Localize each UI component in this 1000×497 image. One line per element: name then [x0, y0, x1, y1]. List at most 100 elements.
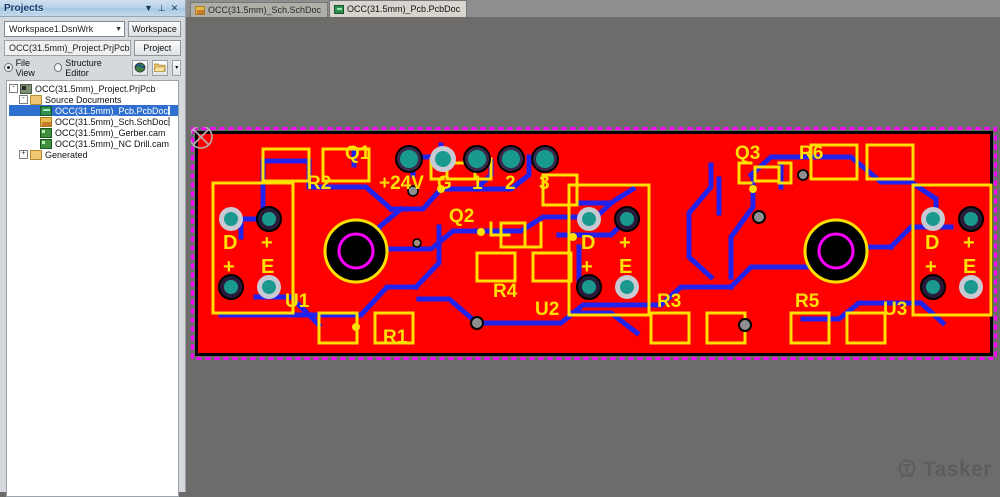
board-keepout-outline — [191, 127, 997, 360]
workspace-combo[interactable]: Workspace1.DsnWrk ▼ — [4, 21, 125, 37]
designator-R6: R6 — [799, 143, 823, 164]
workspace-row: Workspace1.DsnWrk ▼ Workspace — [4, 21, 181, 37]
panel-header: Projects ▼ ⊥ ✕ — [0, 0, 185, 17]
tree-item[interactable]: OCC(31.5mm)_Pcb.PcbDoc — [9, 105, 178, 116]
radio-file-view-label: File View — [15, 57, 35, 78]
pcb-doc-icon — [40, 105, 52, 116]
watermark: Tasker — [896, 458, 992, 482]
workspace-combo-value: Workspace1.DsnWrk — [9, 24, 94, 34]
u1-pin-e: E — [261, 256, 274, 278]
designator-R5: R5 — [795, 291, 820, 312]
u2-pin-d: D — [581, 232, 595, 254]
close-icon[interactable]: ✕ — [170, 2, 179, 13]
designator-U1: U1 — [285, 291, 310, 312]
net-label-1: 1 — [472, 173, 483, 194]
open-folder-icon — [154, 63, 167, 72]
designator-R4: R4 — [493, 281, 518, 302]
tree-item[interactable]: OCC(31.5mm)_NC Drill.cam — [9, 138, 178, 149]
designator-R2: R2 — [307, 173, 331, 194]
chevron-down-icon: ▼ — [115, 25, 122, 33]
document-tab[interactable]: OCC(31.5mm)_Sch.SchDoc — [190, 2, 329, 17]
connector-pin-labels: D + + E D + + E D + + E — [223, 232, 976, 278]
radio-structure-editor[interactable]: Structure Editor — [53, 58, 124, 78]
silkscreen-net-labels: +24V G 1 2 3 — [379, 173, 550, 194]
designator-Q2: Q2 — [449, 206, 474, 227]
tree-item-label: OCC(31.5mm)_NC Drill.cam — [55, 138, 170, 149]
pcb-board[interactable]: Q1 R2 Q2 R4 U1 R1 U2 Q3 R6 R3 R5 U3 +24V… — [191, 127, 997, 360]
vias — [352, 169, 809, 332]
tree-item[interactable]: OCC(31.5mm)_Sch.SchDoc — [9, 116, 178, 127]
connector-pads — [218, 206, 984, 300]
tree-item-label: OCC(31.5mm)_Sch.SchDoc — [55, 116, 169, 127]
designator-Q1: Q1 — [345, 143, 371, 164]
tree-item[interactable]: OCC(31.5mm)_Gerber.cam — [9, 127, 178, 138]
collapse-icon[interactable]: - — [19, 95, 28, 104]
chevron-down-icon[interactable]: ▾ — [172, 59, 182, 76]
panel-title: Projects — [4, 2, 44, 14]
designator-Q3: Q3 — [735, 143, 760, 164]
document-tab-label: OCC(31.5mm)_Sch.SchDoc — [208, 5, 322, 15]
u2-pin-plus2: + — [581, 256, 593, 278]
designator-R1: R1 — [383, 327, 408, 348]
pin-icon[interactable]: ⊥ — [157, 2, 166, 13]
pcb-canvas[interactable]: Q1 R2 Q2 R4 U1 R1 U2 Q3 R6 R3 R5 U3 +24V… — [186, 17, 1000, 492]
u3-pin-plus2: + — [925, 256, 937, 278]
u2-pin-plus: + — [619, 232, 631, 254]
expand-icon[interactable]: + — [19, 150, 28, 159]
panel-body: Workspace1.DsnWrk ▼ Workspace OCC(31.5mm… — [0, 17, 185, 497]
tree-spacer — [29, 117, 38, 126]
collapse-icon[interactable]: - — [9, 84, 18, 93]
u1-pin-plus: + — [261, 232, 273, 254]
radio-indicator — [53, 63, 63, 72]
project-tree[interactable]: -OCC(31.5mm)_Project.PrjPcb-Source Docum… — [6, 80, 179, 497]
u1-pin-plus2: + — [223, 256, 235, 278]
tasker-logo-icon — [898, 459, 916, 478]
tree-spacer — [29, 139, 38, 148]
document-status-icon — [168, 117, 171, 126]
document-status-icon — [168, 106, 171, 115]
u3-pin-e: E — [963, 256, 976, 278]
tree-spacer — [29, 128, 38, 137]
net-label-24v: +24V — [379, 173, 424, 194]
silkscreen-outlines — [211, 143, 993, 345]
radio-file-view[interactable]: File View — [4, 58, 50, 78]
view-mode-row: File View Structure Editor ▾ — [4, 58, 182, 78]
globe-icon-button[interactable] — [132, 59, 149, 76]
workspace-button[interactable]: Workspace — [128, 21, 181, 37]
u1-pin-d: D — [223, 232, 237, 254]
project-row: OCC(31.5mm)_Project.PrjPcb Project — [4, 40, 181, 56]
document-tab-bar: OCC(31.5mm)_Sch.SchDoc OCC(31.5mm)_Pcb.Pc… — [186, 0, 1000, 17]
document-tab[interactable]: OCC(31.5mm)_Pcb.PcbDoc — [329, 0, 468, 17]
globe-icon — [134, 62, 146, 73]
tree-item[interactable]: + Generated — [9, 149, 178, 160]
tree-item-label: Generated — [45, 149, 88, 160]
cam-doc-icon — [40, 127, 52, 138]
folder-icon — [30, 94, 42, 105]
net-label-3: 3 — [539, 173, 550, 194]
folder-icon — [30, 149, 42, 160]
u3-pin-d: D — [925, 232, 939, 254]
tree-item-label: OCC(31.5mm)_Project.PrjPcb — [35, 83, 156, 94]
silkscreen-designators: Q1 R2 Q2 R4 U1 R1 U2 Q3 R6 R3 R5 U3 — [285, 143, 907, 348]
net-label-2: 2 — [505, 173, 516, 194]
designator-U2: U2 — [535, 299, 559, 320]
tree-item-label: OCC(31.5mm)_Pcb.PcbDoc — [55, 105, 169, 116]
document-tab-label: OCC(31.5mm)_Pcb.PcbDoc — [347, 4, 461, 14]
open-folder-icon-button[interactable] — [152, 59, 169, 76]
dropdown-icon[interactable]: ▼ — [144, 3, 153, 13]
project-field[interactable]: OCC(31.5mm)_Project.PrjPcb — [4, 40, 131, 56]
project-icon — [20, 83, 32, 94]
tree-item-label: OCC(31.5mm)_Gerber.cam — [55, 127, 166, 138]
header-pads — [395, 145, 559, 173]
project-button[interactable]: Project — [133, 40, 181, 56]
u2-pin-e: E — [619, 256, 632, 278]
sch-doc-icon — [40, 116, 52, 127]
designator-U3: U3 — [883, 299, 907, 320]
tree-item[interactable]: - OCC(31.5mm)_Project.PrjPcb — [9, 83, 178, 94]
tree-spacer — [29, 106, 38, 115]
tree-item[interactable]: -Source Documents — [9, 94, 178, 105]
board-origin-marker — [191, 127, 213, 149]
mounting-holes — [323, 218, 869, 284]
watermark-text: Tasker — [922, 458, 992, 481]
radio-indicator — [4, 63, 13, 72]
